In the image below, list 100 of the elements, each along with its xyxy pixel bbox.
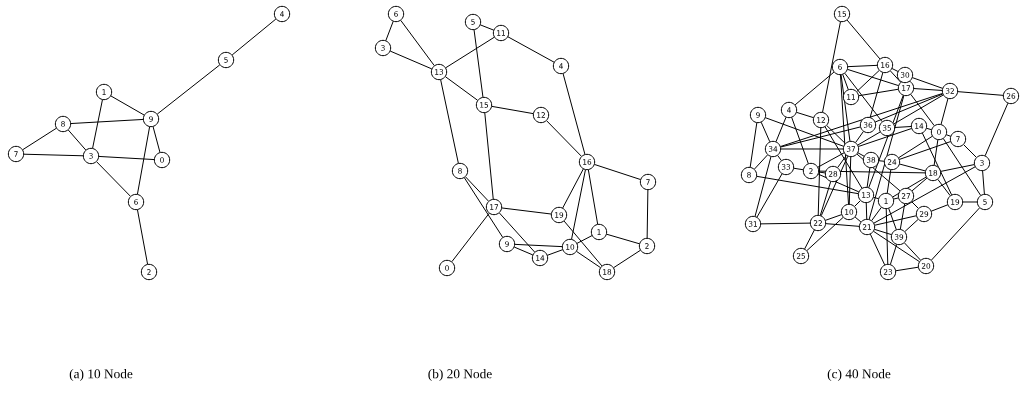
edge-line: [749, 122, 758, 168]
edge-line: [513, 246, 534, 256]
edge-line: [825, 214, 843, 221]
edge-line: [501, 207, 552, 215]
caption: (b) 20 Node: [428, 368, 492, 382]
caption: (a) 10 Node: [69, 368, 133, 382]
edge-line: [868, 94, 904, 189]
edge-line: [571, 169, 586, 240]
edge-line: [754, 156, 772, 217]
edge-line: [818, 170, 926, 174]
edge-line: [857, 131, 881, 146]
edge-line: [825, 223, 860, 227]
edge-line: [389, 50, 433, 70]
edge-line: [874, 215, 917, 226]
edge-line: [858, 128, 912, 147]
edge-line: [895, 266, 919, 272]
edge-line: [894, 126, 912, 128]
edge-line: [514, 243, 563, 248]
edge-line: [937, 178, 951, 197]
edge-line: [856, 69, 880, 93]
edge-line: [868, 95, 905, 220]
edge-line: [760, 222, 811, 225]
edge-line: [576, 235, 593, 244]
edge-line: [576, 250, 601, 269]
edge-line: [844, 72, 883, 123]
edge-line: [903, 242, 922, 261]
edge-line: [891, 68, 899, 72]
edge-line: [913, 88, 943, 91]
edge-line: [857, 152, 865, 157]
edge-line: [780, 148, 844, 150]
edge-line: [963, 144, 977, 158]
edge-line: [484, 112, 494, 200]
edge-line: [546, 249, 564, 256]
edge-line: [910, 93, 935, 127]
edge-line: [806, 216, 844, 252]
edge-line: [780, 92, 943, 147]
edge-line: [945, 134, 952, 137]
edge-line: [940, 164, 975, 172]
edge-line: [930, 207, 981, 261]
edge-line: [873, 166, 976, 224]
edge-line: [866, 167, 871, 188]
edge-line: [152, 126, 161, 153]
edge-line: [385, 20, 394, 42]
edge-line: [962, 201, 978, 203]
edge-line: [764, 117, 845, 147]
edge-line: [847, 64, 878, 68]
edge-line: [613, 249, 641, 269]
edge-line: [563, 220, 603, 267]
edge-line: [824, 126, 863, 189]
edge-line: [942, 138, 982, 196]
edge-line: [837, 154, 847, 169]
edge-line: [892, 176, 927, 198]
edge-line: [826, 125, 846, 144]
edge-line: [921, 132, 953, 196]
edge-line: [445, 36, 495, 69]
edge-line: [646, 189, 649, 239]
edge-line: [817, 127, 822, 216]
edge-line: [818, 171, 826, 174]
edge-line: [400, 19, 435, 67]
edge-line: [463, 177, 504, 238]
edge-line: [893, 94, 944, 125]
edge-line: [562, 73, 586, 155]
edge-line: [606, 233, 640, 245]
edge-line: [889, 244, 898, 265]
edge-line: [898, 135, 933, 159]
edge-line: [817, 152, 845, 168]
edge-line: [899, 203, 906, 230]
edge-line: [873, 230, 920, 263]
edge-line: [855, 130, 864, 143]
edge-line: [820, 155, 849, 217]
edge-line: [926, 127, 932, 131]
edge-line: [67, 129, 87, 151]
edge-line: [984, 102, 1009, 157]
caption: (c) 40 Node: [827, 368, 891, 382]
edge-line: [780, 126, 861, 148]
edge-line: [854, 200, 861, 207]
edge-line: [231, 18, 277, 56]
edge-line: [957, 91, 1004, 96]
edge-line: [587, 169, 599, 225]
edge-line: [899, 163, 926, 172]
edge-line: [796, 111, 814, 119]
edge-line: [136, 209, 149, 265]
edge-line: [846, 19, 881, 60]
edge-line: [817, 173, 860, 193]
edge-line: [886, 169, 892, 194]
edge-line: [893, 197, 899, 200]
edge-line: [440, 79, 459, 164]
edge-line: [23, 153, 84, 157]
edge-line: [70, 118, 144, 125]
edge-line: [858, 88, 899, 97]
edge-line: [982, 170, 985, 195]
edge-line: [856, 153, 901, 192]
edge-line: [498, 212, 536, 253]
edge-line: [847, 68, 899, 87]
edge-line: [848, 156, 852, 205]
edge-line: [854, 216, 862, 223]
edge-line: [473, 29, 484, 98]
edge-line: [822, 21, 841, 113]
edge-line: [878, 160, 885, 162]
edge-line: [753, 154, 769, 170]
